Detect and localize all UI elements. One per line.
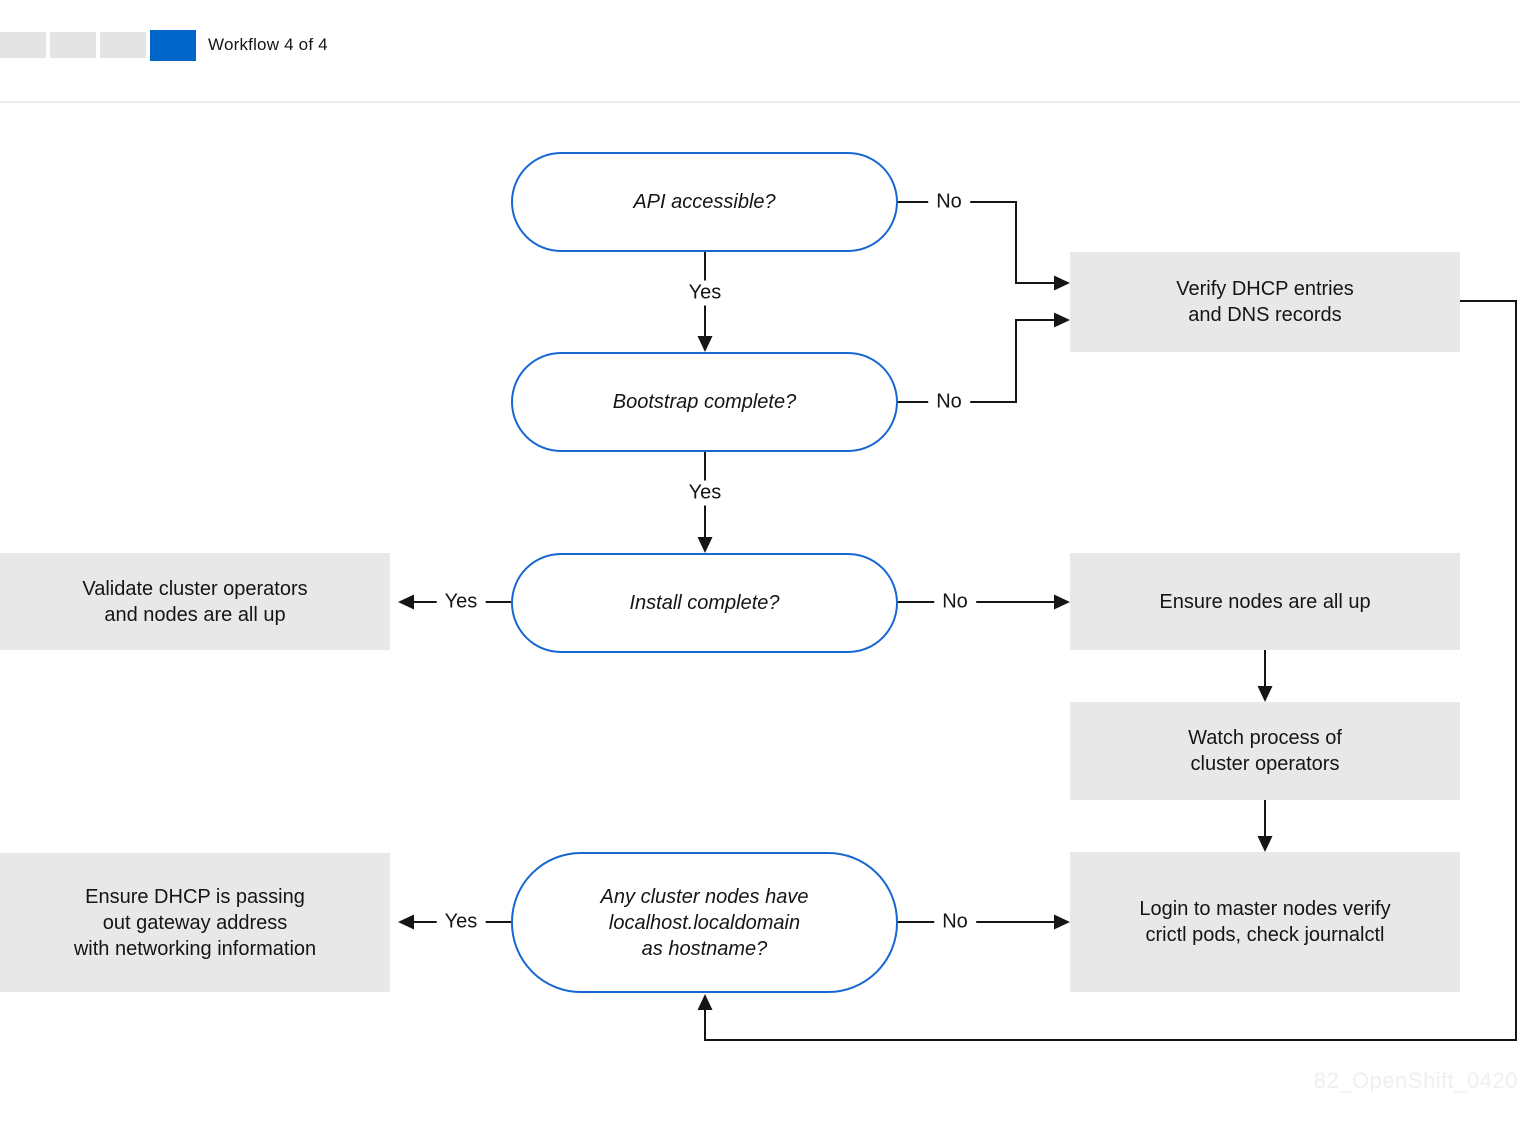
edge-label-api-yes: Yes: [680, 280, 730, 306]
arrowhead-feedback-loop: [697, 994, 713, 1010]
arrowhead-watch-to-login: [1257, 836, 1273, 852]
decision-api-accessible: API accessible?: [511, 152, 898, 252]
edge-bootstrap-no: [898, 319, 1055, 403]
process-ensure-dhcp-gateway: Ensure DHCP is passing out gateway addre…: [0, 853, 390, 992]
arrowhead-bootstrap-no: [1054, 312, 1070, 328]
figure-watermark: 82_OpenShift_0420: [1313, 1068, 1518, 1093]
arrowhead-install-no: [1054, 594, 1070, 610]
decision-install-complete: Install complete?: [511, 553, 898, 653]
edge-label-hostname-yes: Yes: [436, 909, 486, 935]
edge-label-install-no: No: [934, 589, 976, 615]
edge-api-no: [898, 201, 1055, 284]
process-login-master-nodes: Login to master nodes verify crictl pods…: [1070, 852, 1460, 992]
workflow-step-1: [0, 32, 46, 58]
process-ensure-nodes-up: Ensure nodes are all up: [1070, 553, 1460, 650]
edge-label-api-no: No: [928, 189, 970, 215]
arrowhead-hostname-no: [1054, 914, 1070, 930]
edge-label-hostname-no: No: [934, 909, 976, 935]
arrowhead-api-no: [1054, 275, 1070, 291]
workflow-step-4-active: [150, 30, 196, 61]
decision-localhost-hostname: Any cluster nodes have localhost.localdo…: [511, 852, 898, 993]
decision-bootstrap-complete: Bootstrap complete?: [511, 352, 898, 452]
arrowhead-hostname-yes: [398, 914, 414, 930]
workflow-step-3: [100, 32, 146, 58]
arrowhead-install-yes: [398, 594, 414, 610]
workflow-label: Workflow 4 of 4: [208, 35, 328, 54]
header-divider: [0, 101, 1520, 103]
process-verify-dhcp-dns: Verify DHCP entries and DNS records: [1070, 252, 1460, 352]
edge-label-bootstrap-yes: Yes: [680, 480, 730, 506]
workflow-step-2: [50, 32, 96, 58]
edge-feedback-loop: [704, 300, 1517, 1041]
edge-label-bootstrap-no: No: [928, 389, 970, 415]
arrowhead-bootstrap-yes: [697, 537, 713, 553]
arrowhead-api-yes: [697, 336, 713, 352]
edge-label-install-yes: Yes: [436, 589, 486, 615]
arrowhead-nodes-to-watch: [1257, 686, 1273, 702]
process-watch-cluster-operators: Watch process of cluster operators: [1070, 702, 1460, 800]
process-validate-cluster-operators: Validate cluster operators and nodes are…: [0, 553, 390, 650]
